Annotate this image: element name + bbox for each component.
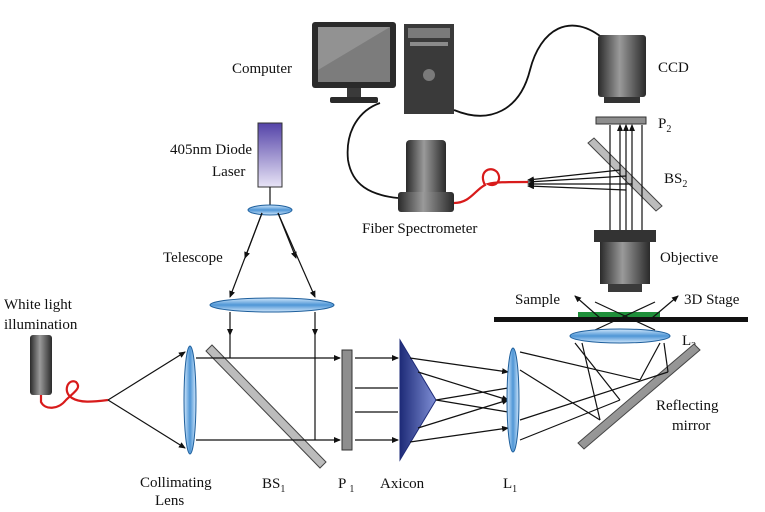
- white-light-fiber: [39, 380, 109, 409]
- laser-label-2: Laser: [212, 164, 245, 180]
- polarizer-p1: [341, 349, 353, 451]
- sample-label: Sample: [515, 292, 560, 308]
- reflecting-label-1: Reflecting: [656, 398, 719, 414]
- white-light-label-1: White light: [4, 297, 73, 313]
- computer-label: Computer: [232, 61, 292, 77]
- telescope-lens-small: [247, 204, 293, 216]
- beam-splitter-bs1: [205, 344, 327, 469]
- l1-label: L1: [503, 476, 517, 495]
- ccd-camera-icon: [598, 35, 646, 103]
- reflecting-mirror: [577, 343, 701, 450]
- collimating-lens: [183, 345, 197, 455]
- beam-splitter-bs2: [587, 137, 663, 212]
- laser-label-1: 405nm Diode: [170, 142, 252, 158]
- diode-laser: [257, 122, 283, 188]
- ccd-label: CCD: [658, 60, 689, 76]
- white-light-rays: [107, 351, 186, 449]
- spectrometer-fiber: [453, 168, 529, 205]
- stage-3d: [494, 317, 748, 322]
- axicon: [399, 338, 437, 462]
- objective-icon: [594, 230, 656, 292]
- lens-l2: [569, 328, 671, 344]
- sample-scatter-rays: [574, 295, 679, 331]
- white-light-label-2: illumination: [4, 317, 78, 333]
- horizontal-rays: [196, 355, 399, 443]
- rays-l1-to-sample: [519, 342, 669, 441]
- axicon-label: Axicon: [380, 476, 425, 492]
- reflecting-label-2: mirror: [672, 418, 710, 434]
- telescope-lens-large: [209, 297, 335, 313]
- bs2-label: BS2: [664, 171, 687, 190]
- p2-label: P2: [658, 116, 671, 135]
- polarizer-p2: [595, 116, 647, 125]
- lens-l1: [506, 347, 520, 453]
- collimating-label-2: Lens: [155, 493, 184, 509]
- sample: [578, 312, 660, 317]
- stage-label: 3D Stage: [684, 292, 740, 308]
- cable-computer-ccd: [453, 24, 606, 117]
- axicon-rays: [409, 357, 509, 443]
- telescope-label: Telescope: [163, 250, 223, 266]
- bs1-label: BS1: [262, 476, 285, 495]
- rays-to-ccd: [609, 124, 643, 230]
- white-light-source: [30, 335, 52, 395]
- telescope-rays: [229, 212, 316, 298]
- objective-label: Objective: [660, 250, 719, 266]
- collimating-label-1: Collimating: [140, 475, 212, 491]
- laser-collimated-rays: [227, 312, 318, 440]
- fiber-spectrometer-label: Fiber Spectrometer: [362, 221, 477, 237]
- cable-computer-spectrometer: [346, 102, 399, 199]
- rays-to-fiber: [527, 169, 632, 191]
- computer-icon: [312, 22, 454, 114]
- fiber-spectrometer-icon: [398, 140, 454, 212]
